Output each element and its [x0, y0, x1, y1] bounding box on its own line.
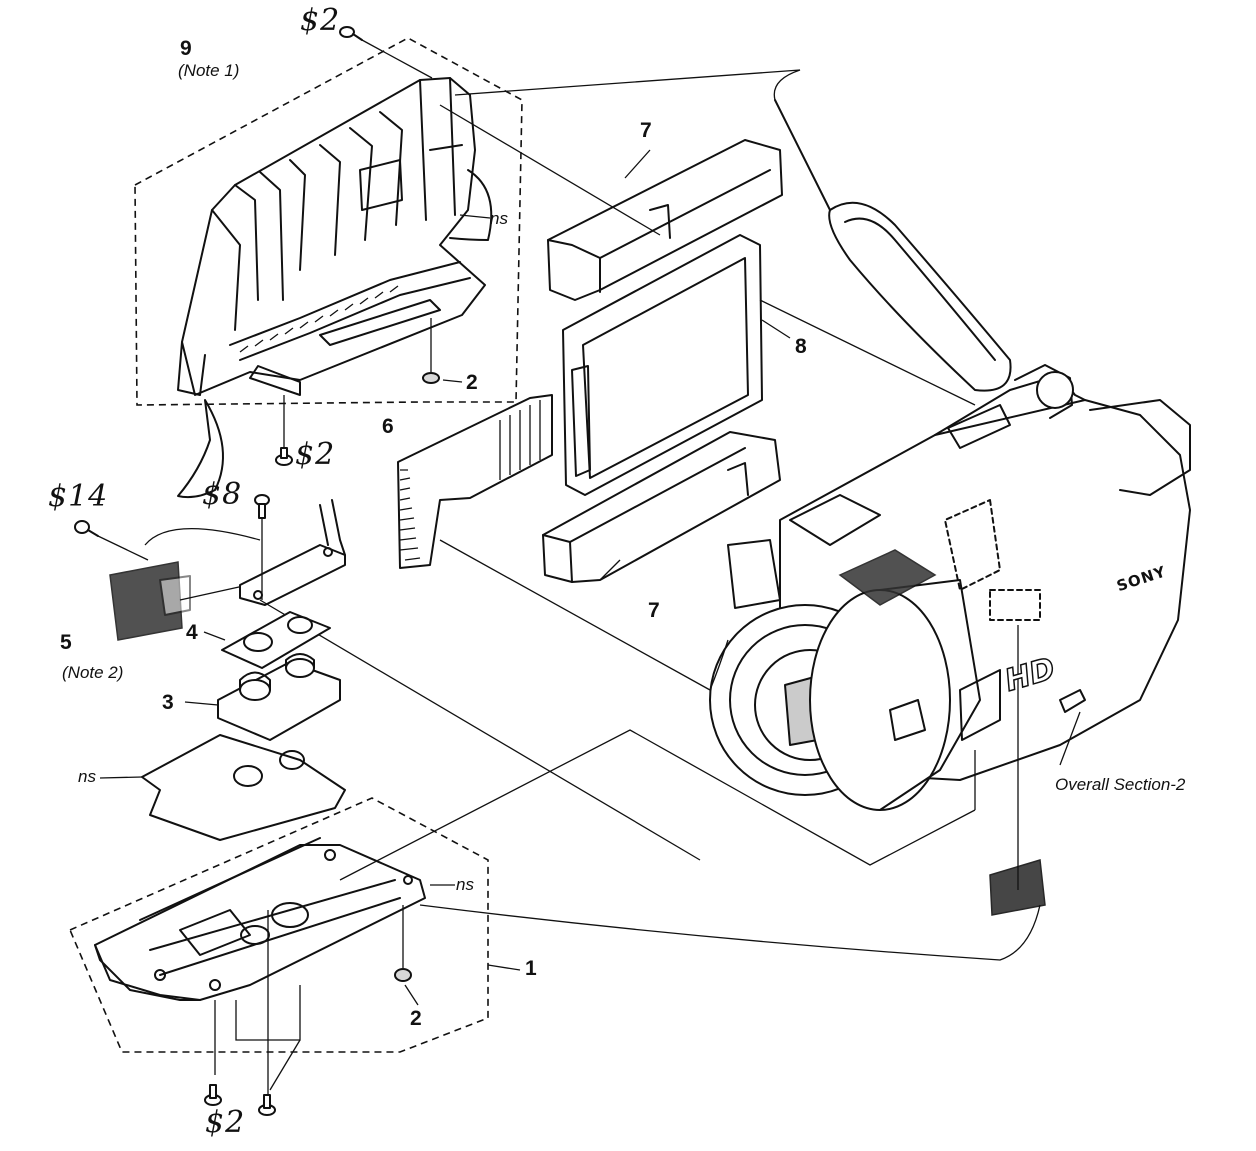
- callout-9: 9: [180, 37, 192, 60]
- rubber-foot-2-bottom: [394, 968, 412, 982]
- callout-2-bottom: 2: [410, 1007, 422, 1030]
- ns-label-top: ns: [490, 209, 508, 228]
- callout-7-bottom: 7: [648, 599, 660, 622]
- ns-sheet-middle: [99, 734, 346, 841]
- part-1-bottom-plate-assembly: [68, 729, 1041, 1095]
- screw-s2-top: [339, 26, 363, 41]
- screw-label-s2-mid: $2: [295, 437, 336, 472]
- screw-label-s2-top: $2: [300, 3, 341, 38]
- screw-s2-mid: [275, 447, 293, 466]
- part-7-upper-cover: [547, 139, 783, 301]
- rubber-foot-2-top: [422, 372, 440, 384]
- part-5-mesh-plate: [109, 528, 261, 641]
- ns-label-middle: ns: [78, 767, 96, 786]
- screw-label-s14: $14: [48, 479, 109, 514]
- screw-s8: [254, 494, 270, 600]
- callout-7-top: 7: [640, 119, 652, 142]
- camcorder-body: [439, 69, 1191, 916]
- part-3-switch-board: [184, 653, 341, 741]
- bracket-top: [239, 499, 701, 861]
- callout-1: 1: [525, 957, 537, 980]
- screw-label-s2-bottom: $2: [205, 1105, 246, 1140]
- part-7-lower-cover: [542, 431, 781, 583]
- callout-2-top: 2: [466, 371, 478, 394]
- note-2-label: (Note 2): [62, 663, 124, 682]
- note-1-label: (Note 1): [178, 61, 240, 80]
- part-9-dashed-boundary: [134, 37, 523, 406]
- ns-label-bottom: ns: [456, 875, 474, 894]
- screw-label-s8: $8: [202, 477, 243, 512]
- part-6-flexible-board: [397, 394, 711, 691]
- part-4-gasket: [203, 611, 331, 669]
- part-9-side-cover-assembly: [134, 26, 523, 499]
- callout-5: 5: [60, 631, 72, 654]
- callout-3: 3: [162, 691, 174, 714]
- callout-4: 4: [186, 621, 198, 644]
- callout-6: 6: [382, 415, 394, 438]
- callout-8: 8: [795, 335, 807, 358]
- overall-section-2-label: Overall Section-2: [1055, 775, 1186, 794]
- part-8-lcd-panel: [562, 234, 976, 496]
- screws-s2-bottom: [204, 1084, 276, 1116]
- screw-s14: [74, 520, 149, 561]
- part-1-dashed-boundary: [68, 797, 489, 1053]
